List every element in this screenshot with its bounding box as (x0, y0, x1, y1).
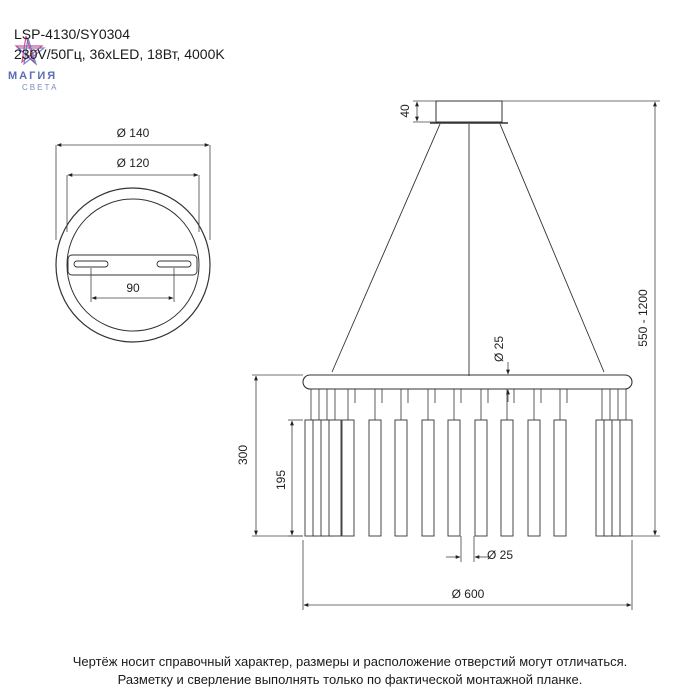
dim-canopy-height-label: 40 (398, 104, 412, 118)
canopy-inner-circle (66, 198, 200, 332)
dim-canopy-holes-label: 90 (126, 281, 140, 295)
mounting-plate (67, 254, 198, 276)
canopy-outer-circle (55, 187, 211, 343)
crystal-rod (328, 419, 342, 537)
dim-canopy-inner (66, 173, 200, 232)
dim-canopy-outer-label: Ø 140 (117, 126, 150, 140)
dim-body-diameter-label: Ø 600 (452, 587, 485, 601)
crystal-rods (304, 389, 633, 537)
model-number: LSP-4130/SY0304 (14, 26, 130, 42)
brand-logo (14, 35, 46, 66)
crystal-rod (341, 419, 355, 537)
dim-canopy-holes (90, 268, 175, 302)
product-header: LSP-4130/SY0304 230V/50Гц, 36xLED, 18Вт,… (14, 24, 225, 64)
crystal-rod (619, 419, 633, 537)
dim-total-height (502, 100, 660, 537)
suspension-wire-right (499, 123, 605, 373)
chandelier-side-view (302, 100, 633, 537)
crystal-rod (394, 419, 408, 537)
dim-rod-length (288, 419, 303, 537)
dim-canopy-outer (55, 143, 211, 240)
suspension-wire-left (331, 123, 441, 373)
logo-star-icon (14, 35, 46, 66)
dim-canopy-height (413, 100, 436, 123)
dim-rod-length-label: 195 (274, 470, 288, 490)
dim-crystal-height-label: 300 (236, 445, 250, 465)
crystal-rod (368, 419, 382, 537)
crystal-rod (421, 419, 435, 537)
canopy-body (435, 100, 503, 123)
dim-canopy-inner-label: Ø 120 (117, 156, 150, 170)
canopy-top-view (55, 187, 211, 343)
mounting-slot-left (73, 260, 109, 268)
crystal-rod (474, 419, 488, 537)
dim-ring-section-label: Ø 25 (492, 336, 506, 362)
footer-note-1: Чертёж носит справочный характер, размер… (72, 654, 628, 669)
footer-note-2: Разметку и сверление выполнять только по… (117, 672, 583, 687)
product-specs: 230V/50Гц, 36xLED, 18Вт, 4000K (14, 46, 225, 62)
light-ring (302, 374, 633, 390)
crystal-rod (500, 419, 514, 537)
logo-name: МАГИЯ (8, 70, 58, 82)
dim-crystal-height (252, 374, 303, 537)
dim-rod-diameter-label: Ø 25 (487, 548, 513, 562)
crystal-rod (527, 419, 541, 537)
mounting-slot-right (156, 260, 192, 268)
dim-rod-diameter (446, 536, 489, 562)
dim-total-height-label: 550 - 1200 (636, 289, 650, 347)
crystal-rod (447, 419, 461, 537)
crystal-rod (553, 419, 567, 537)
dim-body-diameter (302, 540, 633, 610)
logo-subtitle: СВЕТА (22, 83, 59, 92)
